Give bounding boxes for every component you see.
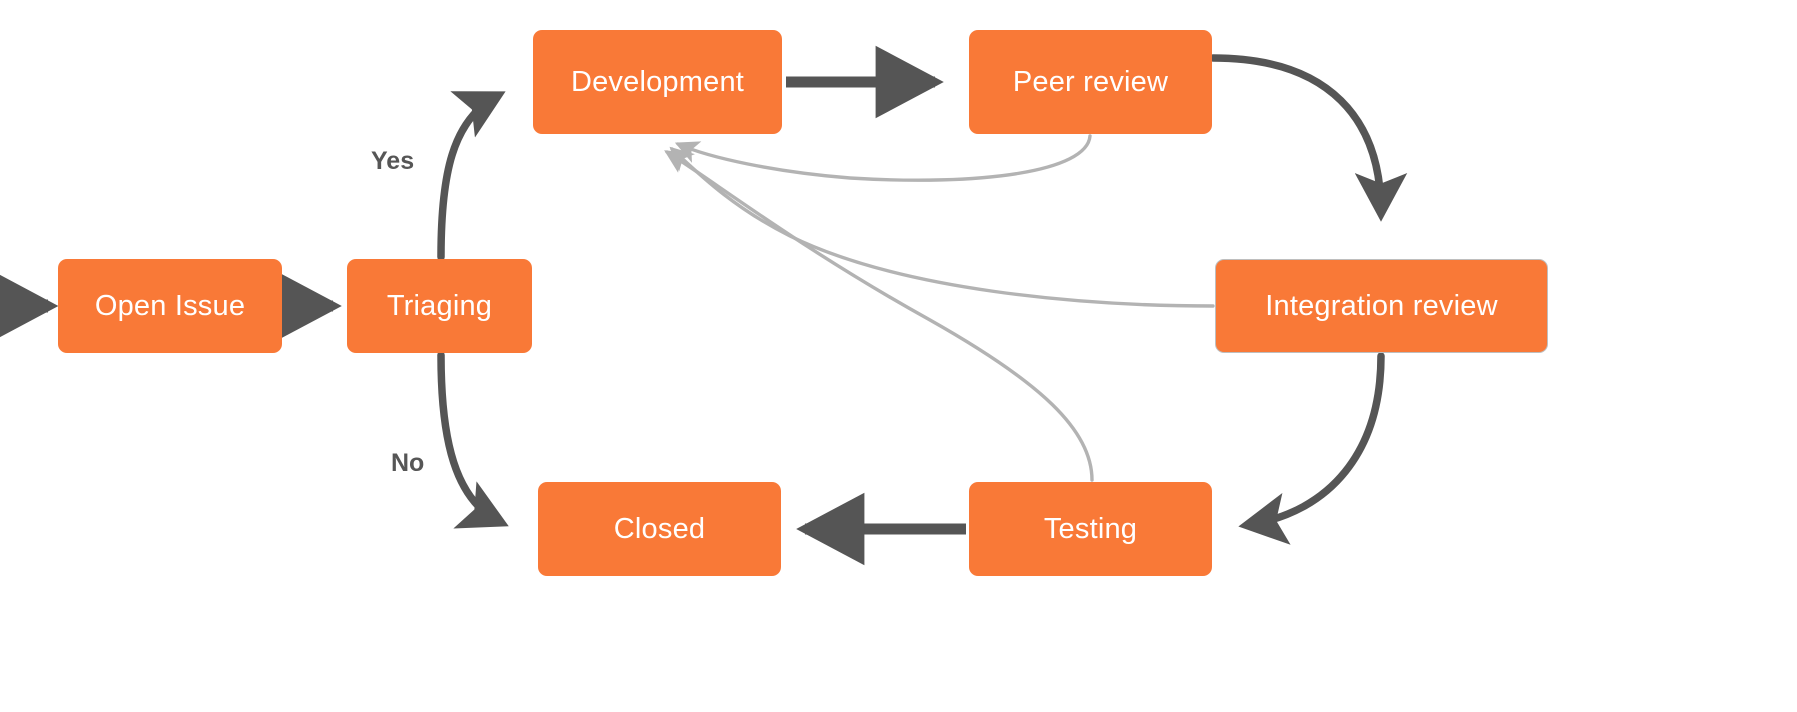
node-development[interactable]: Development <box>533 30 782 134</box>
edge-testing-to-development-feedback <box>664 150 1094 482</box>
node-closed[interactable]: Closed <box>538 482 781 576</box>
edge-triaging-to-development <box>437 91 506 261</box>
edge-triaging-to-closed <box>437 351 509 529</box>
node-label-development: Development <box>570 65 745 98</box>
node-label-open-issue: Open Issue <box>94 289 246 322</box>
node-triaging[interactable]: Triaging <box>347 259 532 353</box>
edge-label-no: No <box>391 449 425 477</box>
node-label-testing: Testing <box>1043 512 1138 545</box>
node-peer-review[interactable]: Peer review <box>969 30 1212 134</box>
edge-peer-review-to-integration-review <box>1209 54 1408 222</box>
node-integration-review[interactable]: Integration review <box>1215 259 1548 353</box>
node-label-integration-review: Integration review <box>1265 289 1498 322</box>
node-label-closed: Closed <box>613 512 706 545</box>
edge-label-yes: Yes <box>371 147 415 175</box>
edge-integration-review-to-development-feedback <box>669 146 1215 308</box>
node-label-peer-review: Peer review <box>1012 65 1169 98</box>
edge-integration-review-to-testing <box>1238 352 1385 545</box>
edge-peer-review-to-development-feedback <box>674 134 1092 182</box>
node-label-triaging: Triaging <box>386 289 493 322</box>
node-open-issue[interactable]: Open Issue <box>58 259 282 353</box>
node-testing[interactable]: Testing <box>969 482 1212 576</box>
